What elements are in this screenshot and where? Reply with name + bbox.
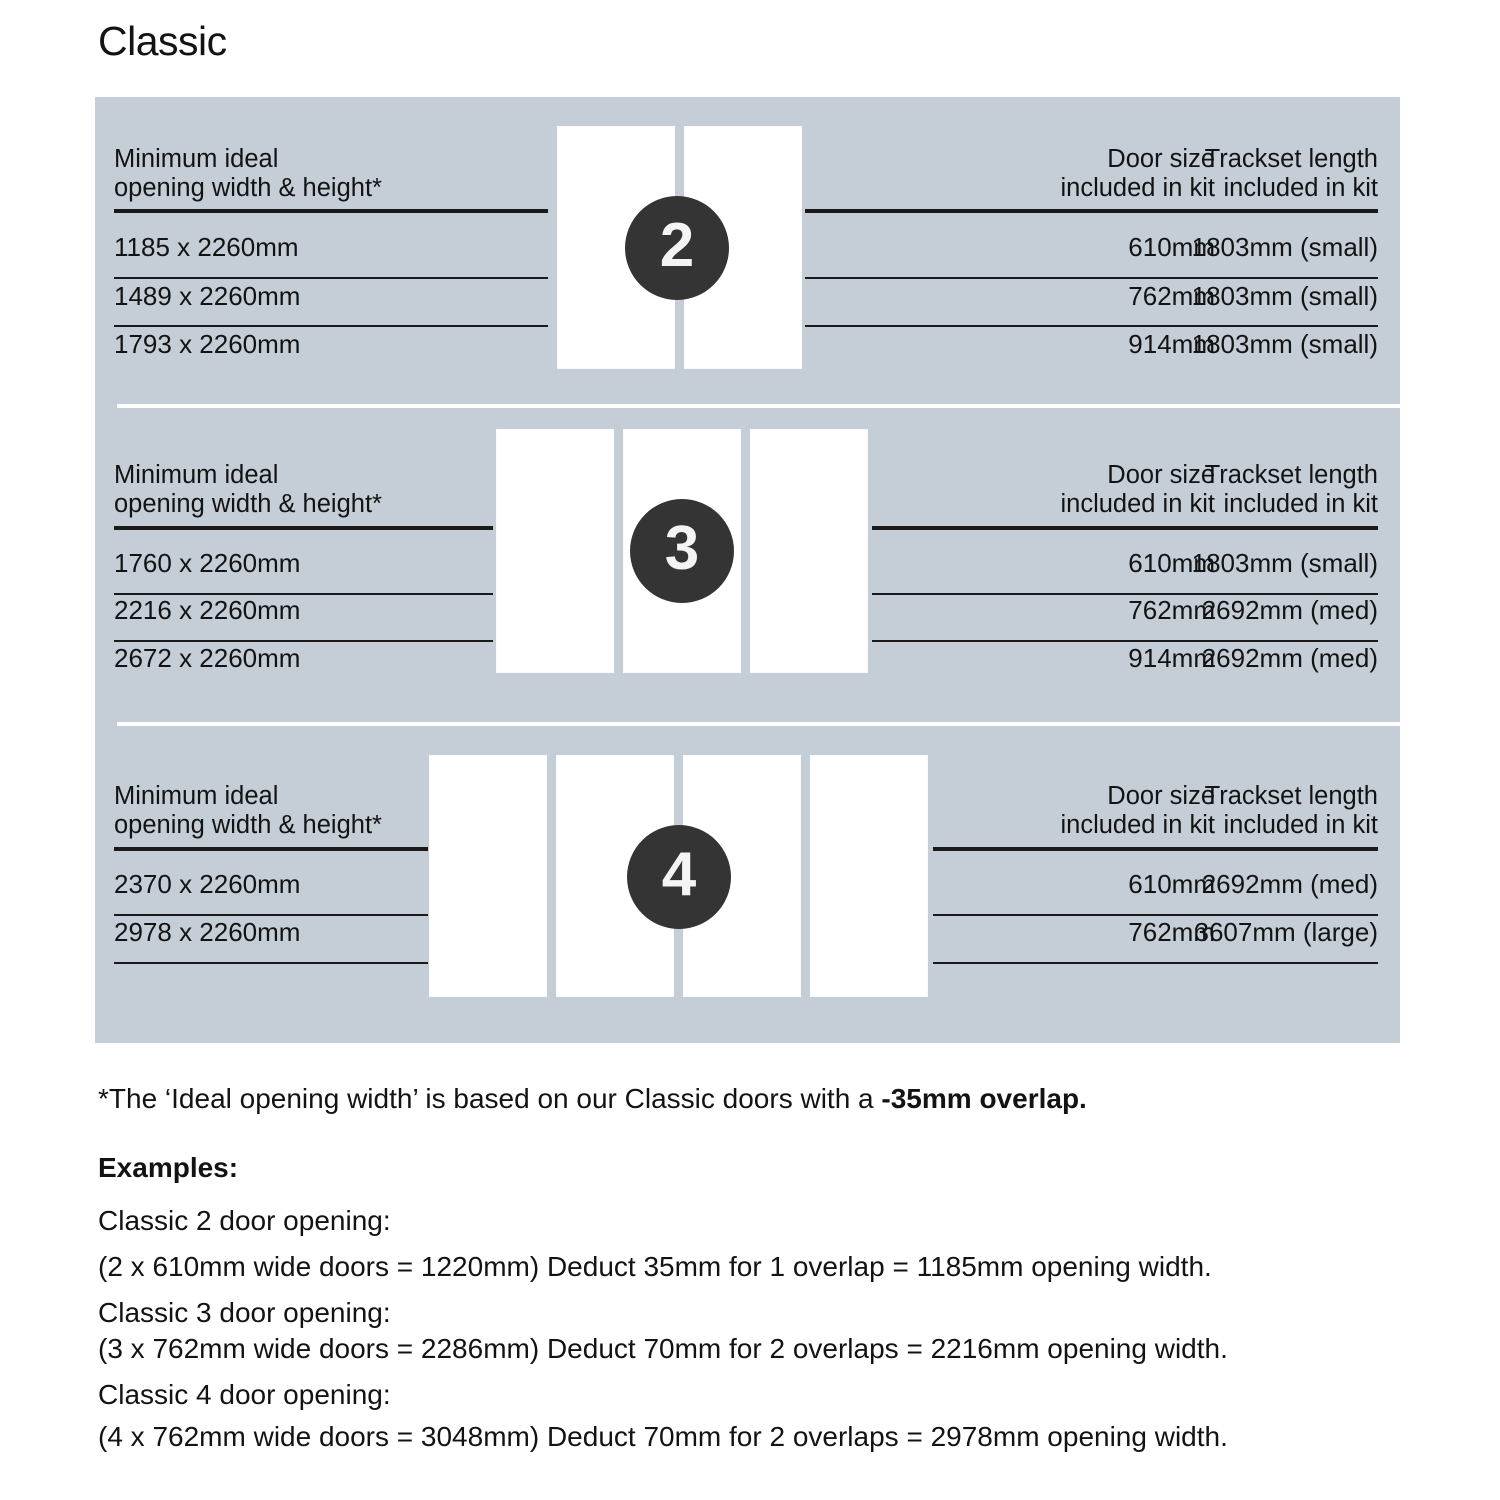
column-header-trackset: Trackset length included in kit: [1204, 145, 1378, 202]
cell-door-size: 610mm: [1128, 869, 1215, 899]
row-rule-left: [114, 593, 493, 595]
row-rule-left: [114, 962, 428, 964]
header-rule-right: [805, 209, 1378, 213]
column-header-opening: Minimum ideal opening width & height*: [114, 145, 382, 202]
cell-trackset: 2692mm (med): [1201, 643, 1378, 673]
door-panel: [497, 430, 613, 672]
row-rule-left: [114, 914, 428, 916]
cell-opening: 2672 x 2260mm: [114, 643, 301, 673]
column-header-opening: Minimum ideal opening width & height*: [114, 782, 382, 839]
column-header-door-size: Door size included in kit: [1060, 145, 1215, 202]
example-line: (3 x 762mm wide doors = 2286mm) Deduct 7…: [98, 1333, 1228, 1364]
cell-opening: 1185 x 2260mm: [114, 232, 299, 262]
row-rule-right: [872, 593, 1378, 595]
column-header-door-size: Door size included in kit: [1060, 782, 1215, 839]
cell-door-size: 914mm: [1128, 643, 1215, 673]
section-3-door: Minimum ideal opening width & height* Do…: [95, 413, 1400, 725]
cell-opening: 2978 x 2260mm: [114, 917, 301, 947]
door-count-badge: 3: [630, 499, 734, 603]
cell-door-size: 762mm: [1128, 917, 1215, 947]
example-line: Classic 4 door opening:: [98, 1379, 391, 1410]
row-rule-right: [872, 640, 1378, 642]
header-rule-left: [114, 209, 548, 213]
row-rule-right: [805, 325, 1378, 327]
cell-opening: 2370 x 2260mm: [114, 869, 301, 899]
examples-heading: Examples:: [98, 1152, 239, 1183]
cell-trackset: 1803mm (small): [1191, 232, 1378, 262]
cell-door-size: 610mm: [1128, 232, 1215, 262]
cell-door-size: 914mm: [1128, 329, 1215, 359]
cell-door-size: 762mm: [1128, 281, 1215, 311]
cell-trackset: 2692mm (med): [1201, 869, 1378, 899]
cell-trackset: 1803mm (small): [1191, 281, 1378, 311]
row-rule-right: [805, 277, 1378, 279]
row-rule-left: [114, 277, 548, 279]
row-rule-left: [114, 640, 493, 642]
header-rule-right: [872, 526, 1378, 530]
door-illustration-2: 2: [558, 127, 801, 368]
cell-opening: 1793 x 2260mm: [114, 329, 301, 359]
column-header-opening: Minimum ideal opening width & height*: [114, 461, 382, 518]
cell-trackset: 2692mm (med): [1201, 595, 1378, 625]
header-rule-right: [933, 847, 1378, 851]
example-line: Classic 2 door opening:: [98, 1205, 391, 1236]
section-divider: [117, 722, 1400, 726]
cell-opening: 1489 x 2260mm: [114, 281, 301, 311]
example-line: Classic 3 door opening:: [98, 1297, 391, 1328]
cell-opening: 1760 x 2260mm: [114, 548, 301, 578]
row-rule-left: [114, 325, 548, 327]
sizing-table-panel: Minimum ideal opening width & height* Do…: [95, 97, 1400, 1043]
door-panel: [430, 756, 546, 996]
example-line: (2 x 610mm wide doors = 1220mm) Deduct 3…: [98, 1251, 1212, 1282]
door-illustration-4: 4: [430, 756, 927, 996]
cell-door-size: 762mm: [1128, 595, 1215, 625]
door-panel: [811, 756, 927, 996]
section-divider: [117, 404, 1400, 408]
row-rule-right: [933, 914, 1378, 916]
footnote-text: *The ‘Ideal opening width’ is based on o…: [98, 1083, 882, 1114]
door-count-badge: 2: [625, 196, 729, 300]
footnote: *The ‘Ideal opening width’ is based on o…: [98, 1082, 1087, 1116]
cell-trackset: 1803mm (small): [1191, 329, 1378, 359]
page-title: Classic: [98, 18, 227, 64]
cell-opening: 2216 x 2260mm: [114, 595, 301, 625]
door-panel: [751, 430, 867, 672]
example-line: (4 x 762mm wide doors = 3048mm) Deduct 7…: [98, 1421, 1228, 1452]
cell-door-size: 610mm: [1128, 548, 1215, 578]
section-4-door: Minimum ideal opening width & height* Do…: [95, 734, 1400, 1043]
footnote-bold-text: -35mm overlap.: [881, 1083, 1087, 1114]
row-rule-right: [933, 962, 1378, 964]
cell-trackset: 1803mm (small): [1191, 548, 1378, 578]
column-header-door-size: Door size included in kit: [1060, 461, 1215, 518]
header-rule-left: [114, 526, 493, 530]
column-header-trackset: Trackset length included in kit: [1204, 782, 1378, 839]
column-header-trackset: Trackset length included in kit: [1204, 461, 1378, 518]
door-count-badge: 4: [627, 825, 731, 929]
section-2-door: Minimum ideal opening width & height* Do…: [95, 97, 1400, 402]
header-rule-left: [114, 847, 428, 851]
cell-trackset: 3607mm (large): [1194, 917, 1378, 947]
door-illustration-3: 3: [497, 430, 867, 672]
